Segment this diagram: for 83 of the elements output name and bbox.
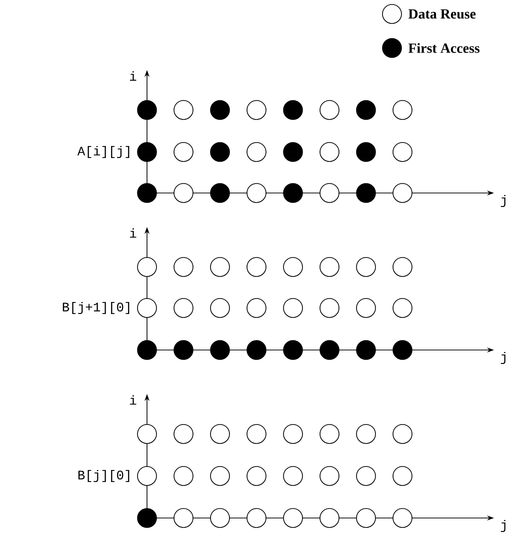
data-point — [137, 142, 157, 162]
data-point — [320, 424, 340, 444]
data-point — [246, 142, 266, 162]
data-point — [137, 508, 157, 528]
data-point — [320, 298, 340, 318]
data-point — [174, 257, 194, 277]
data-point — [210, 424, 230, 444]
data-point — [320, 100, 340, 120]
axis-label: j — [500, 352, 506, 364]
data-point — [392, 100, 412, 120]
data-point — [174, 298, 194, 318]
data-point — [356, 424, 376, 444]
data-point — [137, 340, 157, 360]
data-point — [137, 100, 157, 120]
data-point — [392, 508, 412, 528]
array-label: A[i][j] — [77, 146, 130, 158]
data-point — [392, 298, 412, 318]
data-point — [392, 424, 412, 444]
data-point — [283, 100, 303, 120]
data-point — [210, 100, 230, 120]
data-point — [320, 257, 340, 277]
data-point — [283, 508, 303, 528]
data-point — [246, 298, 266, 318]
data-point — [356, 142, 376, 162]
legend-label: Data Reuse — [408, 9, 476, 19]
data-point — [210, 508, 230, 528]
data-point — [210, 466, 230, 486]
data-point — [137, 183, 157, 203]
data-point — [174, 340, 194, 360]
axis-label: i — [130, 71, 136, 81]
data-point — [174, 100, 194, 120]
data-point — [283, 466, 303, 486]
data-point — [320, 340, 340, 360]
data-point — [246, 424, 266, 444]
data-point — [246, 257, 266, 277]
data-point — [174, 424, 194, 444]
data-point — [174, 466, 194, 486]
data-point — [137, 298, 157, 318]
data-point — [320, 466, 340, 486]
legend-label: First Access — [408, 43, 480, 53]
data-point — [283, 257, 303, 277]
data-point — [210, 340, 230, 360]
data-point — [356, 183, 376, 203]
data-point — [392, 257, 412, 277]
data-point — [174, 508, 194, 528]
data-point — [246, 183, 266, 203]
data-point — [137, 424, 157, 444]
data-point — [283, 298, 303, 318]
data-point — [283, 183, 303, 203]
data-point — [392, 183, 412, 203]
data-point — [283, 142, 303, 162]
data-point — [210, 142, 230, 162]
data-point — [174, 142, 194, 162]
data-point — [246, 340, 266, 360]
data-point — [137, 466, 157, 486]
data-point — [320, 183, 340, 203]
data-point — [356, 340, 376, 360]
data-point — [392, 142, 412, 162]
array-label: B[j+1][0] — [62, 302, 130, 314]
axis-label: j — [500, 194, 506, 208]
data-point — [392, 340, 412, 360]
data-point — [210, 257, 230, 277]
data-point — [246, 466, 266, 486]
data-point — [210, 183, 230, 203]
data-point — [356, 466, 376, 486]
axis-label: i — [130, 228, 136, 238]
data-point — [356, 298, 376, 318]
data-point — [283, 424, 303, 444]
data-point — [246, 508, 266, 528]
data-point — [356, 508, 376, 528]
data-point — [356, 257, 376, 277]
axis-label: i — [130, 395, 136, 405]
data-point — [392, 466, 412, 486]
data-point — [283, 340, 303, 360]
data-point — [320, 142, 340, 162]
data-point — [246, 100, 266, 120]
data-point — [356, 100, 376, 120]
axis-label: j — [500, 520, 506, 532]
data-point — [210, 298, 230, 318]
data-point — [320, 508, 340, 528]
data-point — [137, 257, 157, 277]
data-point — [174, 183, 194, 203]
array-label: B[j][0] — [78, 470, 130, 482]
